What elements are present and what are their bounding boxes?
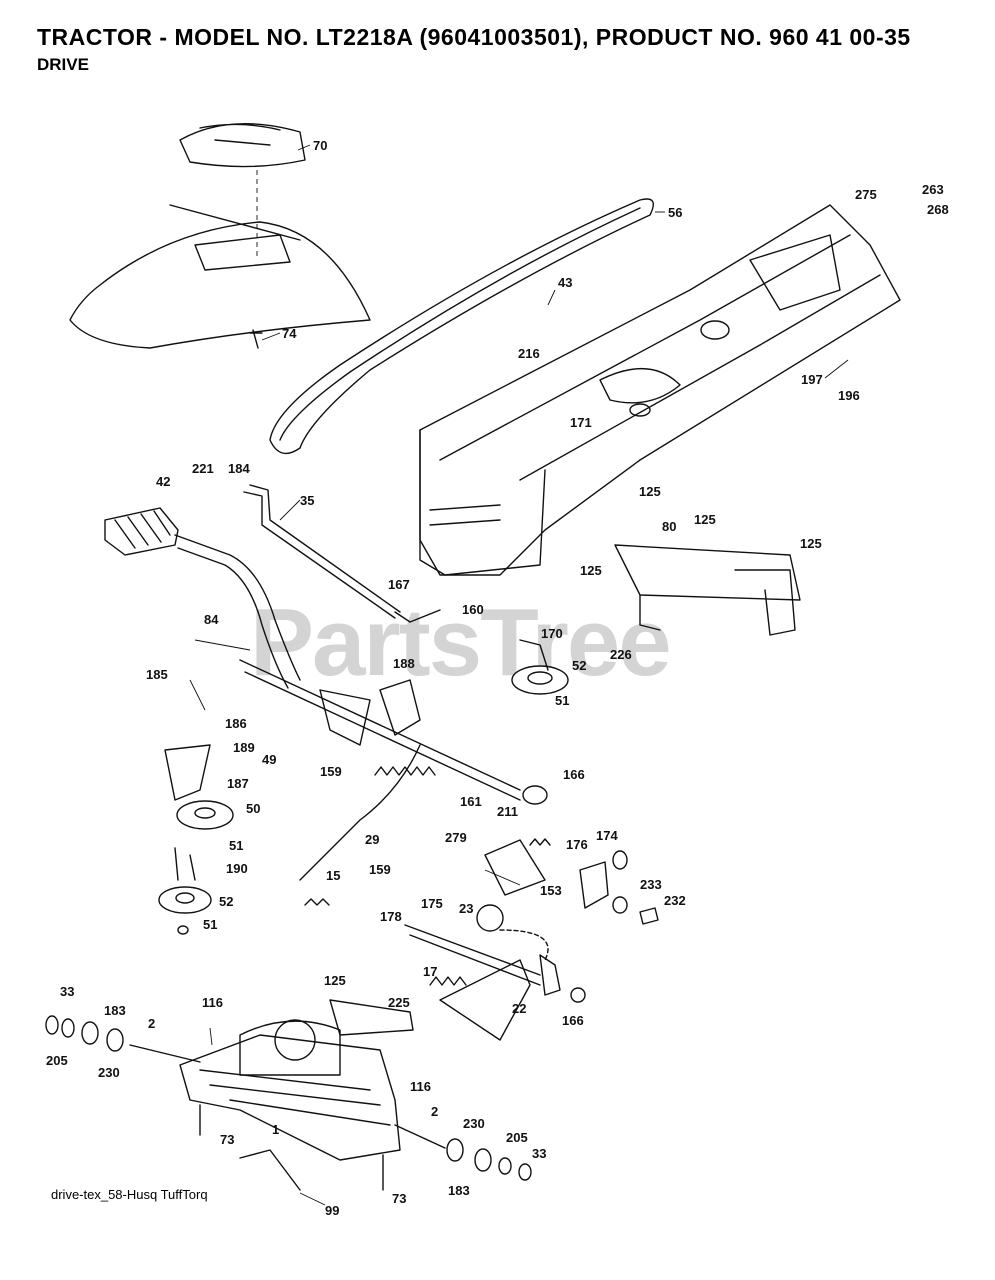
callout-label: 125 — [580, 563, 602, 578]
linkage-parts — [476, 838, 659, 932]
callout-label: 183 — [448, 1183, 470, 1198]
callout-label: 99 — [325, 1203, 339, 1218]
callout-label: 205 — [46, 1053, 68, 1068]
callout-label: 221 — [192, 461, 214, 476]
callout-label: 216 — [518, 346, 540, 361]
callout-label: 178 — [380, 909, 402, 924]
control-arm-part — [404, 924, 586, 1041]
callout-label: 268 — [927, 202, 949, 217]
frame-part — [419, 204, 901, 576]
callout-label: 73 — [392, 1191, 406, 1206]
callout-label: 159 — [369, 862, 391, 877]
callout-label: 184 — [228, 461, 250, 476]
callout-label: 183 — [104, 1003, 126, 1018]
callout-label: 70 — [313, 138, 327, 153]
cross-shaft-part — [239, 659, 548, 881]
callout-label: 176 — [566, 837, 588, 852]
callout-label: 170 — [541, 626, 563, 641]
washer-parts — [45, 1015, 532, 1181]
callout-label: 189 — [233, 740, 255, 755]
callout-label: 51 — [229, 838, 243, 853]
callout-label: 197 — [801, 372, 823, 387]
callout-label: 159 — [320, 764, 342, 779]
spring-parts — [304, 766, 467, 986]
callout-label: 196 — [838, 388, 860, 403]
callout-label: 211 — [497, 804, 518, 819]
transaxle-part — [129, 999, 446, 1191]
callout-label: 190 — [226, 861, 248, 876]
callout-label: 56 — [668, 205, 682, 220]
callout-label: 171 — [570, 415, 592, 430]
callout-label: 35 — [300, 493, 314, 508]
callout-label: 225 — [388, 995, 410, 1010]
callout-labels: 70 56 275 263 268 43 74 216 197 196 171 … — [46, 138, 949, 1218]
callout-label: 51 — [555, 693, 569, 708]
callout-label: 232 — [664, 893, 686, 908]
callout-label: 29 — [365, 832, 379, 847]
callout-label: 233 — [640, 877, 662, 892]
callout-label: 125 — [694, 512, 716, 527]
callout-label: 116 — [202, 995, 223, 1010]
callout-label: 166 — [562, 1013, 584, 1028]
callout-label: 42 — [156, 474, 170, 489]
callout-label: 275 — [855, 187, 877, 202]
callout-label: 230 — [463, 1116, 485, 1131]
callout-label: 226 — [610, 647, 632, 662]
callout-label: 33 — [60, 984, 74, 999]
page-title: TRACTOR - MODEL NO. LT2218A (96041003501… — [37, 24, 911, 50]
callout-label: 74 — [282, 326, 297, 341]
hood-part — [69, 122, 371, 349]
callout-label: 279 — [445, 830, 467, 845]
callout-label: 153 — [540, 883, 562, 898]
callout-label: 15 — [326, 868, 340, 883]
callout-label: 125 — [800, 536, 822, 551]
callout-label: 33 — [532, 1146, 546, 1161]
rod-part — [243, 484, 441, 623]
callout-label: 1 — [272, 1122, 279, 1137]
callout-label: 125 — [324, 973, 346, 988]
callout-label: 2 — [431, 1104, 438, 1119]
leader-lines — [189, 144, 849, 1206]
callout-label: 161 — [460, 794, 482, 809]
callout-label: 166 — [563, 767, 585, 782]
callout-label: 263 — [922, 182, 944, 197]
callout-label: 174 — [596, 828, 618, 843]
callout-label: 17 — [423, 964, 437, 979]
callout-label: 205 — [506, 1130, 528, 1145]
watermark: PartsTree — [250, 589, 672, 696]
callout-label: 73 — [220, 1132, 234, 1147]
diagram-caption: drive-tex_58-Husq TuffTorq — [51, 1187, 208, 1202]
callout-label: 50 — [246, 801, 260, 816]
pulley-parts — [158, 639, 569, 935]
belt-part — [269, 198, 654, 455]
callout-label: 52 — [219, 894, 233, 909]
callout-label: 22 — [512, 1001, 526, 1016]
callout-label: 175 — [421, 896, 443, 911]
callout-label: 49 — [262, 752, 276, 767]
callout-label: 52 — [572, 658, 586, 673]
callout-label: 230 — [98, 1065, 120, 1080]
callout-label: 167 — [388, 577, 410, 592]
callout-label: 188 — [393, 656, 415, 671]
callout-label: 2 — [148, 1016, 155, 1031]
callout-label: 84 — [204, 612, 219, 627]
callout-label: 185 — [146, 667, 168, 682]
callout-label: 51 — [203, 917, 217, 932]
callout-label: 43 — [558, 275, 572, 290]
callout-label: 80 — [662, 519, 676, 534]
pedal-part — [104, 507, 301, 689]
callout-label: 186 — [225, 716, 247, 731]
bracket-part — [614, 544, 801, 636]
callout-label: 125 — [639, 484, 661, 499]
callout-label: 23 — [459, 901, 473, 916]
callout-label: 160 — [462, 602, 484, 617]
page-subtitle: DRIVE — [37, 55, 89, 74]
callout-label: 187 — [227, 776, 249, 791]
callout-label: 116 — [410, 1079, 431, 1094]
